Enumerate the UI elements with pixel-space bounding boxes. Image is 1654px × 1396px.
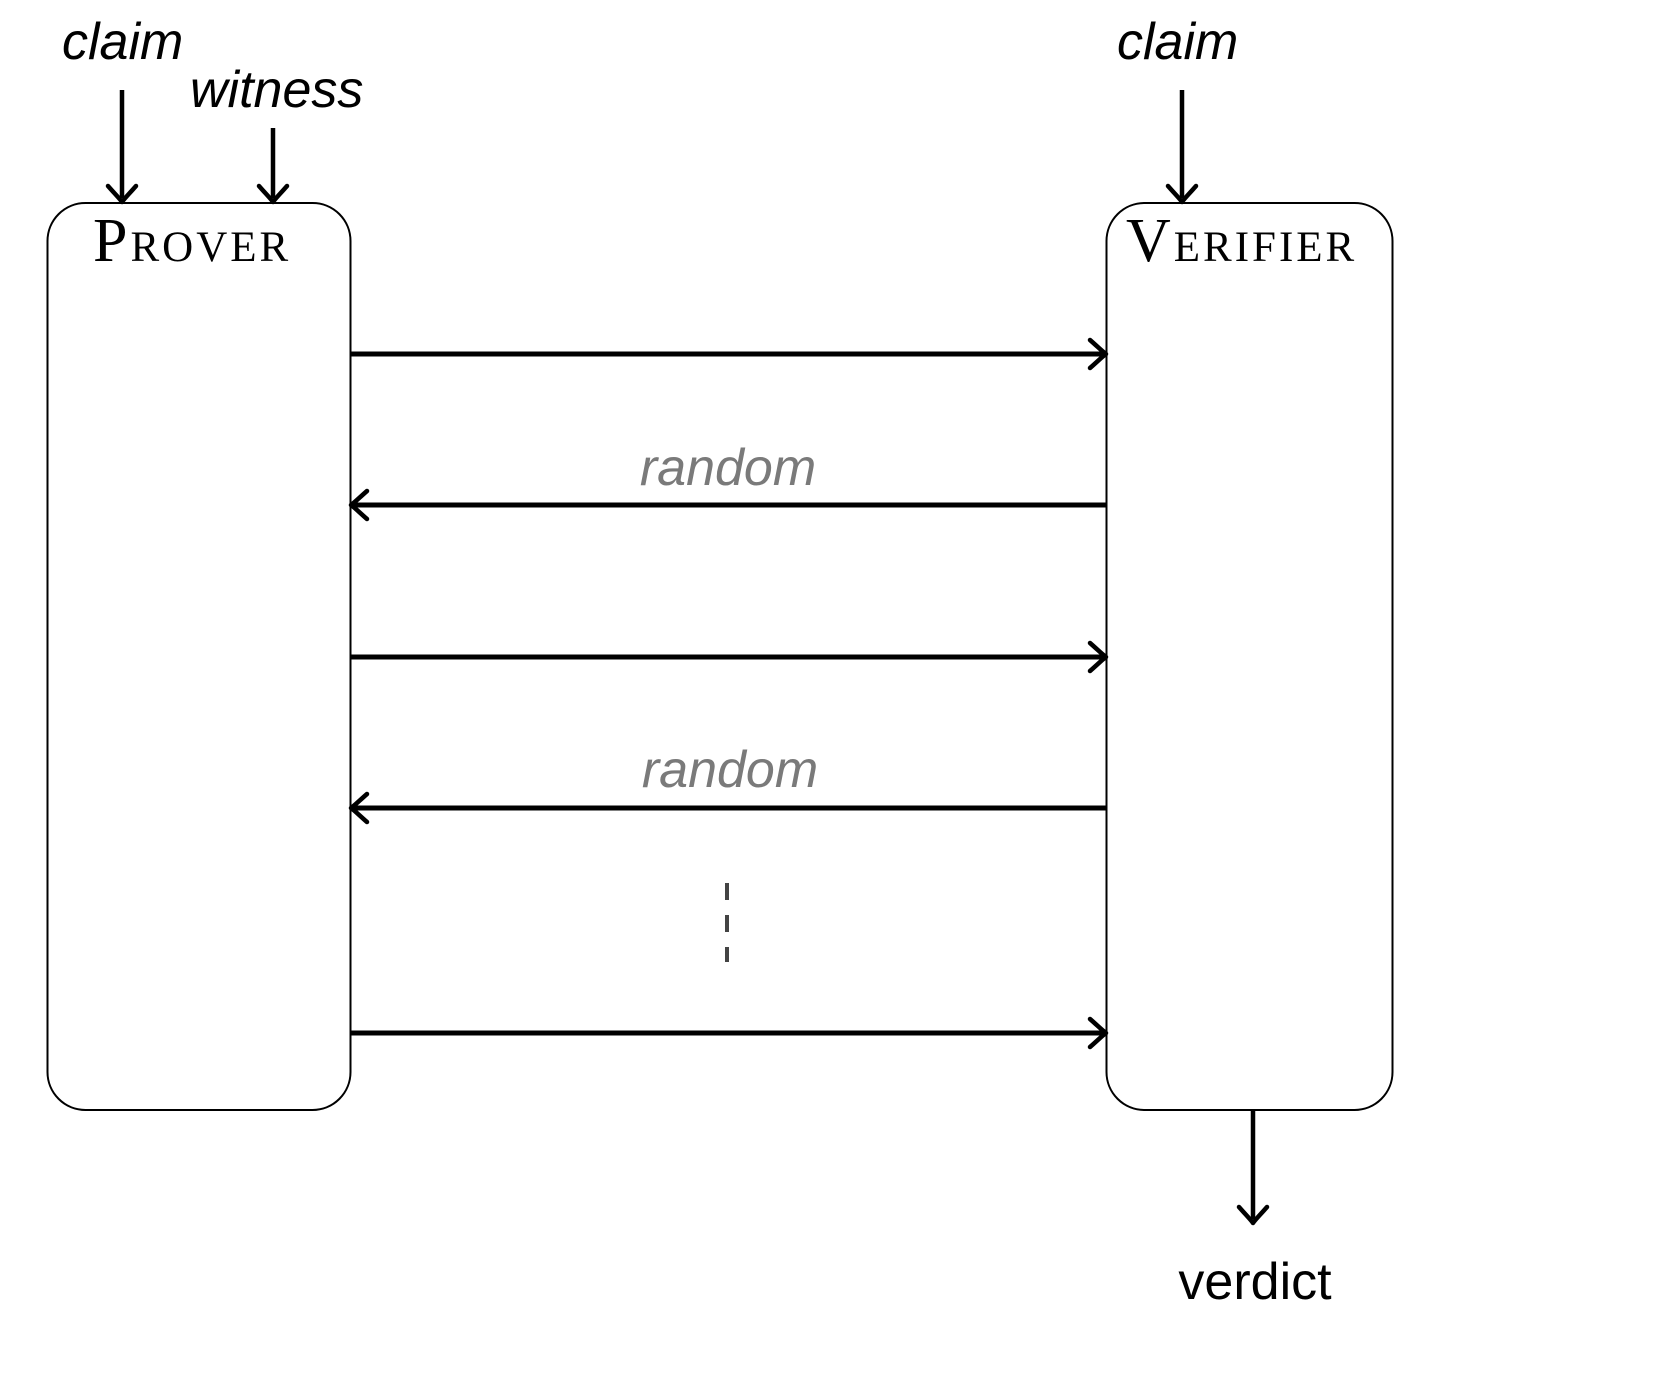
claim-label-right: claim bbox=[1117, 13, 1239, 71]
prover-message-arrow-2 bbox=[351, 640, 1109, 674]
arrow-head bbox=[1087, 337, 1109, 371]
arrow-head bbox=[105, 183, 139, 205]
witness-arrow-to-prover bbox=[256, 128, 290, 205]
prover-message-arrow-1 bbox=[351, 337, 1109, 371]
claim-arrow-to-verifier bbox=[1165, 90, 1199, 205]
prover-box bbox=[46, 202, 352, 1111]
challenge-label-2: random bbox=[641, 741, 819, 799]
verifier-box bbox=[1105, 202, 1394, 1111]
arrow-head bbox=[1236, 1204, 1270, 1226]
prover-title: Prover bbox=[93, 207, 292, 275]
verdict-arrow bbox=[1236, 1110, 1270, 1226]
prover-message-arrow-3 bbox=[351, 1016, 1109, 1050]
arrow-head bbox=[348, 791, 370, 825]
verifier-challenge-arrow-2 bbox=[348, 791, 1106, 825]
verifier-challenge-arrow-1 bbox=[348, 488, 1106, 522]
arrow-head bbox=[1165, 183, 1199, 205]
verdict-label: verdict bbox=[1178, 1253, 1332, 1311]
claim-label-left: claim bbox=[62, 13, 184, 71]
verifier-title: Verifier bbox=[1126, 207, 1358, 275]
claim-arrow-to-prover bbox=[105, 90, 139, 205]
arrow-head bbox=[348, 488, 370, 522]
witness-label: witness bbox=[190, 61, 364, 119]
arrow-head bbox=[1087, 640, 1109, 674]
arrow-head bbox=[1087, 1016, 1109, 1050]
challenge-label-1: random bbox=[639, 439, 817, 497]
arrow-head bbox=[256, 183, 290, 205]
